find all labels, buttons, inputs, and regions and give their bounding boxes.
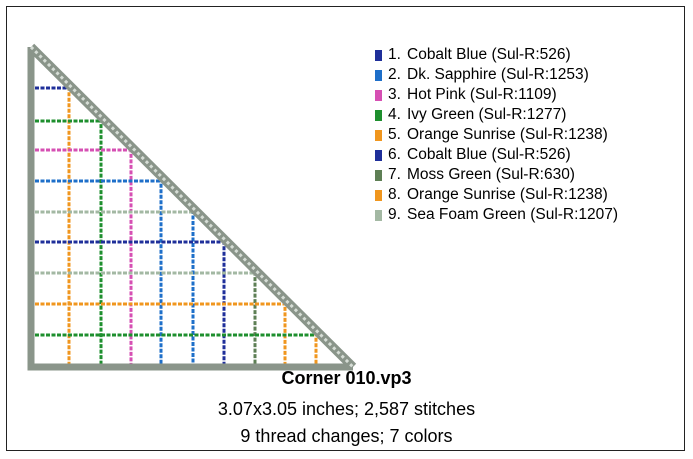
color-swatch [375,189,382,201]
thread-number: 4. [388,106,401,123]
corner-edge [27,47,353,371]
thread-number: 1. [388,46,401,63]
legend-item: 3. Hot Pink (Sul-R:1109) [375,85,618,105]
thread-number: 7. [388,166,401,183]
thread-name: Cobalt Blue (Sul-R:526) [407,46,571,63]
file-name: Corner 010.vp3 [281,368,412,388]
thread-number: 9. [388,206,401,223]
thread-name: Ivy Green (Sul-R:1277) [407,106,567,123]
legend-item: 8. Orange Sunrise (Sul-R:1238) [375,185,618,205]
legend-item: 4. Ivy Green (Sul-R:1277) [375,105,618,125]
thread-number: 6. [388,146,401,163]
legend-item: 2. Dk. Sapphire (Sul-R:1253) [375,65,618,85]
legend-item: 5. Orange Sunrise (Sul-R:1238) [375,125,618,145]
corner-border [27,43,357,371]
legend-item: 6. Cobalt Blue (Sul-R:526) [375,145,618,165]
thread-name: Dk. Sapphire (Sul-R:1253) [407,66,589,83]
thread-name: Moss Green (Sul-R:630) [407,166,575,183]
color-swatch [375,149,382,161]
diagonal-edge-stitch [29,45,355,369]
color-swatch [375,169,382,181]
thread-name: Orange Sunrise (Sul-R:1238) [407,186,608,203]
color-swatch [375,69,382,81]
thread-number: 5. [388,126,401,143]
dimensions-stitches: 3.07x3.05 inches; 2,587 stitches [217,399,476,419]
legend-item: 7. Moss Green (Sul-R:630) [375,165,618,185]
design-card: 1. Cobalt Blue (Sul-R:526) 2. Dk. Sapphire … [6,6,685,451]
color-swatch [375,129,382,141]
color-swatch [375,109,382,121]
thread-name: Hot Pink (Sul-R:1109) [407,86,557,103]
thread-number: 3. [388,86,401,103]
thread-number: 2. [388,66,401,83]
thread-name: Orange Sunrise (Sul-R:1238) [407,126,608,143]
thread-legend: 1. Cobalt Blue (Sul-R:526) 2. Dk. Sapphire … [375,45,618,225]
thread-number: 8. [388,186,401,203]
legend-item: 9. Sea Foam Green (Sul-R:1207) [375,205,618,225]
thread-changes-colors: 9 thread changes; 7 colors [240,426,453,446]
thread-name: Cobalt Blue (Sul-R:526) [407,146,571,163]
color-swatch [375,209,382,221]
stitch-lines [35,86,319,365]
thread-name: Sea Foam Green (Sul-R:1207) [407,206,619,223]
color-swatch [375,49,382,61]
color-swatch [375,89,382,101]
legend-item: 1. Cobalt Blue (Sul-R:526) [375,45,618,65]
embroidery-preview [27,43,357,371]
